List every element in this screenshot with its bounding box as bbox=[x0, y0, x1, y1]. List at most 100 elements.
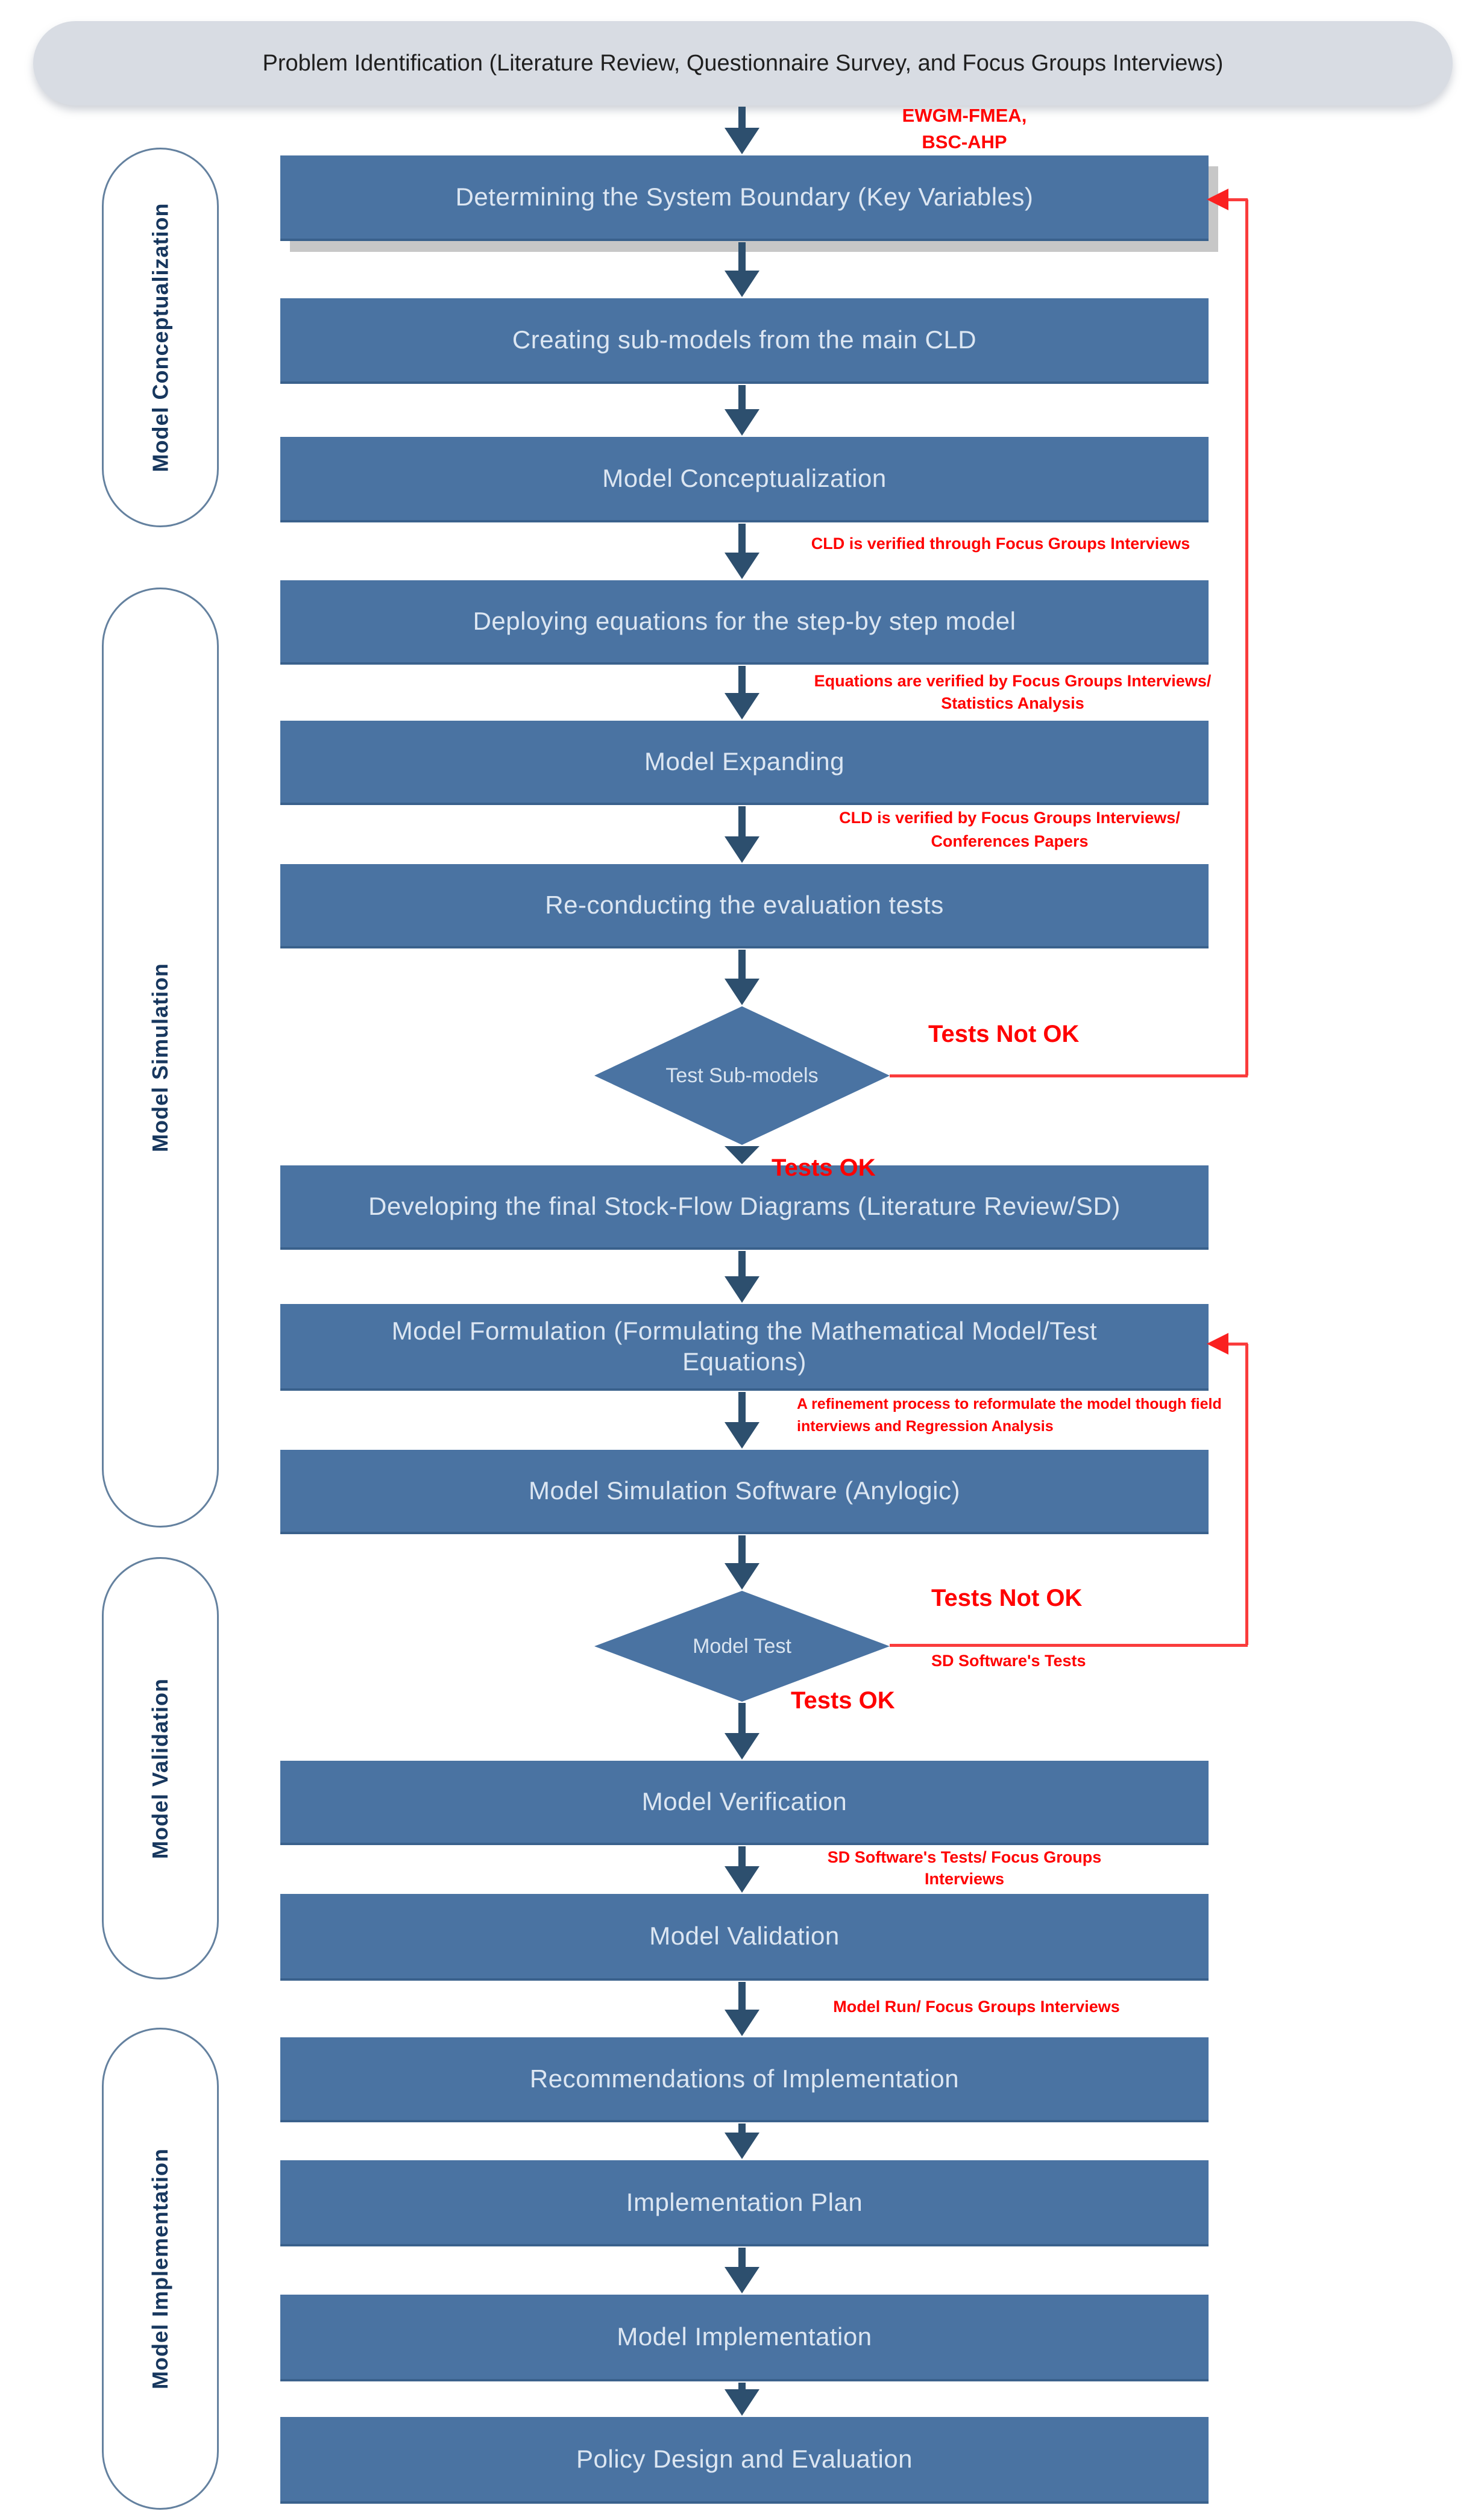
flow-arrow bbox=[725, 1251, 759, 1303]
feedback-line-1-top bbox=[1227, 198, 1248, 201]
arrow-stem bbox=[738, 1703, 746, 1733]
arrow-stem bbox=[738, 950, 746, 979]
arrow-head-icon bbox=[725, 553, 759, 579]
arrow-head-icon bbox=[725, 693, 759, 719]
box-model-implementation: Model Implementation bbox=[280, 2295, 1209, 2381]
feedback-line-1-horizontal bbox=[890, 1074, 1248, 1077]
note-line: EWGM-FMEA, bbox=[902, 105, 1027, 126]
arrow-head-icon bbox=[725, 1563, 759, 1590]
decision-label: Test Sub-models bbox=[665, 1064, 819, 1087]
decision-test-sub-models: Test Sub-models bbox=[594, 1006, 890, 1145]
flow-arrow bbox=[725, 950, 759, 1005]
note-refinement: A refinement process to reformulate the … bbox=[797, 1393, 1231, 1438]
flow-arrow bbox=[725, 2248, 759, 2293]
arrow-stem bbox=[738, 666, 746, 693]
feedback-arrowhead-icon bbox=[1207, 189, 1228, 210]
box-model-validation: Model Validation bbox=[280, 1894, 1209, 1981]
arrow-stem bbox=[738, 1392, 746, 1422]
phase-model-simulation: Model Simulation bbox=[102, 588, 219, 1528]
box-recommendations-of-implementation: Recommendations of Implementation bbox=[280, 2037, 1209, 2122]
box-model-conceptualization: Model Conceptualization bbox=[280, 437, 1209, 522]
arrow-head-icon bbox=[725, 2389, 759, 2416]
arrow-stem bbox=[738, 107, 746, 128]
note-line: CLD is verified by Focus Groups Intervie… bbox=[839, 809, 1180, 827]
box-label: Model Conceptualization bbox=[602, 464, 887, 493]
feedback-line-2-horizontal bbox=[890, 1644, 1248, 1647]
arrow-head-icon bbox=[725, 1866, 759, 1893]
box-label: Determining the System Boundary (Key Var… bbox=[455, 183, 1034, 212]
box-determining-system-boundary: Determining the System Boundary (Key Var… bbox=[280, 155, 1209, 241]
label-tests-not-ok-2: Tests Not OK bbox=[931, 1585, 1083, 1611]
box-label: Re-conducting the evaluation tests bbox=[545, 891, 944, 920]
flow-arrow bbox=[725, 666, 759, 719]
feedback-line-2-top bbox=[1227, 1343, 1248, 1346]
arrow-head-icon bbox=[725, 1733, 759, 1760]
feedback-line-2-vertical bbox=[1245, 1344, 1248, 1645]
arrow-stem bbox=[738, 2383, 746, 2389]
arrow-stem bbox=[738, 1535, 746, 1563]
note-model-run: Model Run/ Focus Groups Interviews bbox=[833, 1998, 1120, 2016]
phase-label: Model Validation bbox=[148, 1678, 172, 1859]
label-tests-not-ok-1: Tests Not OK bbox=[928, 1021, 1080, 1047]
note-line: BSC-AHP bbox=[922, 131, 1007, 152]
box-label: Implementation Plan bbox=[626, 2187, 863, 2216]
box-label: Model Expanding bbox=[644, 747, 845, 776]
arrow-head-icon bbox=[725, 1276, 759, 1303]
phase-label: Model Simulation bbox=[148, 962, 173, 1153]
start-pill: Problem Identification (Literature Revie… bbox=[33, 21, 1453, 105]
arrow-head-icon bbox=[725, 409, 759, 436]
phase-model-implementation: Model Implementation bbox=[102, 2028, 219, 2510]
box-model-expanding: Model Expanding bbox=[280, 721, 1209, 805]
flow-arrow bbox=[725, 2383, 759, 2416]
feedback-line-1-vertical bbox=[1245, 199, 1248, 1076]
box-model-formulation: Model Formulation (Formulating the Mathe… bbox=[280, 1304, 1209, 1391]
box-label: Model Formulation (Formulating the Mathe… bbox=[391, 1316, 1098, 1376]
arrow-stem bbox=[738, 242, 746, 271]
note-line: interviews and Regression Analysis bbox=[797, 1418, 1054, 1435]
arrow-stem bbox=[738, 2248, 746, 2267]
arrow-stem bbox=[738, 2124, 746, 2133]
arrow-head-icon bbox=[725, 1422, 759, 1449]
flow-arrow bbox=[725, 524, 759, 579]
flow-arrow bbox=[725, 1392, 759, 1449]
arrow-stem bbox=[738, 1251, 746, 1276]
start-pill-label: Problem Identification (Literature Revie… bbox=[262, 50, 1224, 76]
label-tests-ok-2: Tests OK bbox=[791, 1687, 895, 1714]
box-label: Model Implementation bbox=[617, 2322, 872, 2351]
flow-arrow bbox=[725, 806, 759, 863]
note-methods: EWGM-FMEA, BSC-AHP bbox=[838, 102, 1091, 155]
arrow-head-icon bbox=[725, 2267, 759, 2293]
phase-model-conceptualization: Model Conceptualization bbox=[102, 148, 219, 527]
note-line: Interviews bbox=[924, 1870, 1005, 1888]
arrow-head-icon bbox=[725, 1146, 759, 1164]
box-reconducting-evaluation-tests: Re-conducting the evaluation tests bbox=[280, 864, 1209, 948]
arrow-stem bbox=[738, 524, 746, 553]
note-cld-verified-2: CLD is verified by Focus Groups Intervie… bbox=[802, 806, 1218, 853]
flow-arrow bbox=[725, 385, 759, 436]
box-label: Policy Design and Evaluation bbox=[576, 2445, 913, 2474]
decision-model-test: Model Test bbox=[594, 1591, 890, 1702]
arrow-stem bbox=[738, 1846, 746, 1866]
arrow-head-icon bbox=[725, 2010, 759, 2036]
label-tests-ok-1: Tests OK bbox=[772, 1155, 876, 1181]
note-cld-verified: CLD is verified through Focus Groups Int… bbox=[811, 534, 1190, 553]
box-label: Model Validation bbox=[649, 1922, 840, 1951]
arrow-head-icon bbox=[725, 979, 759, 1005]
box-model-simulation-software: Model Simulation Software (Anylogic) bbox=[280, 1450, 1209, 1534]
note-line: Statistics Analysis bbox=[941, 694, 1084, 712]
flow-arrow bbox=[725, 1703, 759, 1760]
flow-arrow bbox=[725, 1535, 759, 1590]
phase-model-validation: Model Validation bbox=[102, 1557, 219, 1979]
note-line: Equations are verified by Focus Groups I… bbox=[814, 672, 1212, 690]
note-sd-software-tests: SD Software's Tests bbox=[931, 1652, 1086, 1670]
box-label: Recommendations of Implementation bbox=[529, 2064, 960, 2093]
box-implementation-plan: Implementation Plan bbox=[280, 2160, 1209, 2246]
arrow-head-icon bbox=[725, 2133, 759, 2159]
box-policy-design-evaluation: Policy Design and Evaluation bbox=[280, 2417, 1209, 2504]
arrow-stem bbox=[738, 1982, 746, 2010]
phase-label: Model Implementation bbox=[148, 2148, 172, 2390]
arrow-head-icon bbox=[725, 128, 759, 154]
flow-arrow bbox=[725, 2124, 759, 2159]
box-developing-stock-flow-diagrams: Developing the final Stock-Flow Diagrams… bbox=[280, 1165, 1209, 1250]
